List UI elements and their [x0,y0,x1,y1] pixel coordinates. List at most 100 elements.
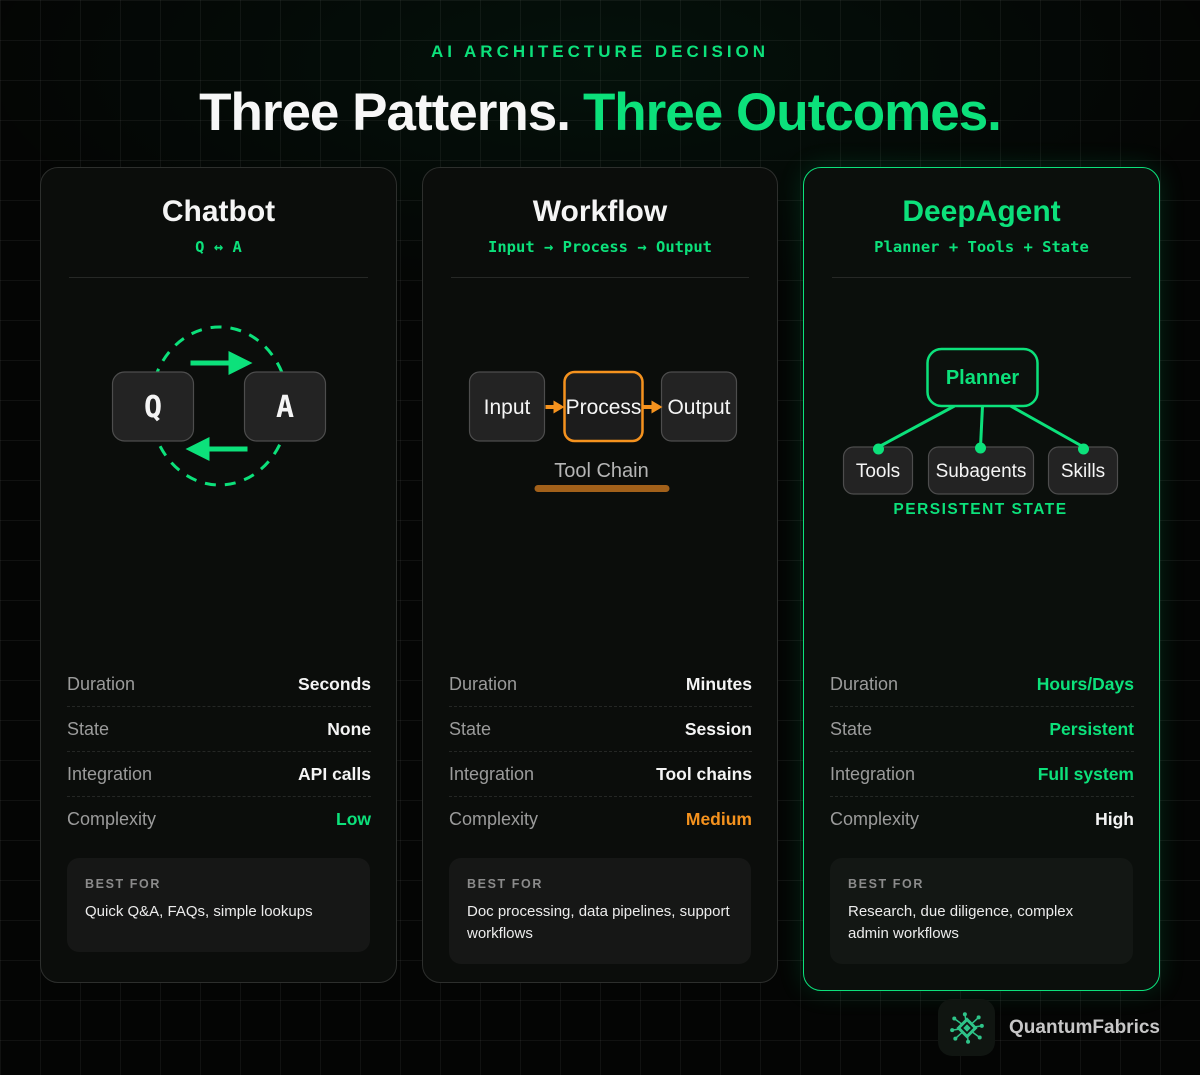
qa-loop-diagram: Q A [111,325,326,487]
card-workflow: Workflow Input → Process → Output Input … [422,167,778,983]
divider [832,277,1131,278]
arrow-1-head-icon [553,400,565,414]
stat-row-integration: Integration Tool chains [449,752,752,797]
stat-row-duration: Duration Minutes [449,662,752,707]
deepagent-bestfor: BEST FOR Research, due diligence, comple… [830,858,1133,964]
edge-dot-icon [974,442,986,454]
card-chatbot-title: Chatbot [161,195,276,228]
node-planner-box [925,347,1039,408]
persistent-state-caption: PERSISTENT STATE [893,501,1067,518]
node-input-label: Input [484,396,531,419]
page-title: Three Patterns.Three Outcomes. [0,82,1200,143]
brand-name: QuantumFabrics [1009,1016,1160,1038]
node-a-label: A [275,390,293,425]
stat-value: High [1095,808,1134,829]
node-a-box [243,371,326,442]
stat-value: Minutes [685,673,752,694]
stat-label: Integration [830,763,916,784]
stat-label: State [449,718,492,739]
arrow-2-head-icon [651,400,663,414]
stat-row-integration: Integration API calls [67,752,371,797]
edge-tools [877,404,955,449]
stat-row-integration: Integration Full system [830,752,1134,797]
bestfor-text: Quick Q&A, FAQs, simple lookups [85,903,313,920]
brand-footer: QuantumFabrics [938,999,1160,1056]
stat-label: Duration [67,673,136,694]
card-workflow-subtitle: Input → Process → Output [488,238,712,256]
bestfor-label: BEST FOR [848,877,924,891]
quantum-network-icon [949,1011,984,1044]
node-process-box [563,370,644,443]
stat-label: Duration [449,673,518,694]
bestfor-text: Research, due diligence, complex admin w… [848,903,1074,942]
edge-dot-icon [1077,443,1089,455]
stat-value: None [327,718,371,739]
stat-value: Medium [685,808,752,829]
node-subagents-label: Subagents [935,461,1026,482]
page-title-white: Three Patterns. [199,83,571,142]
stat-row-complexity: Complexity High [830,797,1134,841]
card-deepagent-subtitle: Planner + Tools + State [874,238,1089,256]
stat-row-state: State Session [449,707,752,752]
stat-row-state: State Persistent [830,707,1134,752]
stat-value: Seconds [298,673,371,694]
tool-chain-bar [534,485,670,492]
chatbot-bestfor: BEST FOR Quick Q&A, FAQs, simple lookups [67,858,370,952]
bestfor-label: BEST FOR [467,877,543,891]
card-deepagent: DeepAgent Planner + Tools + State Planne… [803,167,1160,991]
node-q-box [111,371,194,442]
stat-value: Low [336,808,371,829]
chatbot-diagram: Q A [41,278,396,662]
pipeline-diagram: Input Process Output Tool Chain [468,370,738,492]
card-workflow-title: Workflow [532,195,668,228]
card-chatbot-subtitle: Q ↔ A [195,238,242,256]
stat-label: State [830,718,873,739]
bestfor-text: Doc processing, data pipelines, support … [467,903,730,942]
node-q-label: Q [143,390,161,425]
card-deepagent-title: DeepAgent [902,195,1061,228]
bestfor-label: BEST FOR [85,877,161,891]
node-process-label: Process [566,396,642,419]
divider [69,277,368,278]
node-input-box [468,371,546,442]
stat-value: Persistent [1049,718,1134,739]
edge-subagents [978,405,984,448]
stat-value: Hours/Days [1036,673,1134,694]
tool-chain-caption: Tool Chain [554,460,649,482]
stat-label: State [67,718,110,739]
node-skills-label: Skills [1060,461,1104,482]
stat-label: Complexity [449,808,539,829]
deepagent-stats: Duration Hours/Days State Persistent Int… [804,662,1159,841]
page-title-green: Three Outcomes. [582,83,1002,142]
planner-tree-diagram: Planner Tools Subagents Skills PERSISTEN… [842,347,1118,518]
kicker-label: AI ARCHITECTURE DECISION [430,42,770,61]
deepagent-diagram: Planner Tools Subagents Skills PERSISTEN… [804,278,1159,662]
stat-row-complexity: Complexity Low [67,797,371,841]
chatbot-stats: Duration Seconds State None Integration … [41,662,396,841]
workflow-diagram: Input Process Output Tool Chain [423,278,777,662]
stat-value: Session [684,718,752,739]
arrow-right-head-icon [228,351,252,375]
stat-value: Tool chains [656,763,752,784]
stat-row-duration: Duration Seconds [67,662,371,707]
stat-label: Duration [830,673,899,694]
stat-row-duration: Duration Hours/Days [830,662,1134,707]
workflow-stats: Duration Minutes State Session Integrati… [423,662,777,841]
stat-label: Complexity [67,808,157,829]
node-tools-label: Tools [855,461,899,482]
brand-badge [938,999,996,1056]
stat-label: Integration [449,763,535,784]
node-planner-label: Planner [945,367,1019,389]
card-chatbot: Chatbot Q ↔ A Q A Duration Seconds Sta [40,167,397,983]
node-output-label: Output [667,396,730,419]
stat-value: API calls [298,763,371,784]
stat-value: Full system [1037,763,1134,784]
edge-skills [1009,404,1084,449]
arrow-left-head-icon [185,437,209,461]
stat-label: Complexity [830,808,920,829]
edge-dot-icon [872,443,884,455]
stat-row-state: State None [67,707,371,752]
stat-label: Integration [67,763,153,784]
stat-row-complexity: Complexity Medium [449,797,752,841]
